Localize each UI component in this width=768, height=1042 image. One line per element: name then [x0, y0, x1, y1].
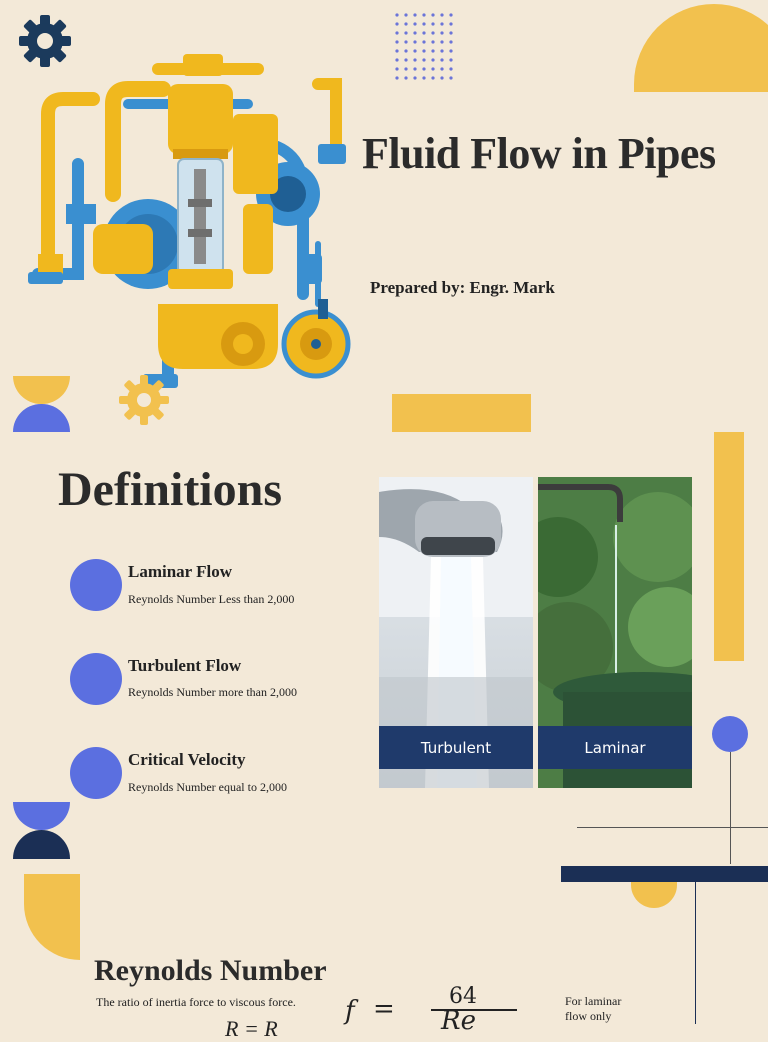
- definition-description: Reynolds Number equal to 2,000: [128, 780, 287, 794]
- definition-bullet: [70, 747, 122, 799]
- laminar-label: Laminar: [538, 726, 692, 769]
- formula-equals: =: [373, 994, 395, 1024]
- dot-grid-decoration: [395, 13, 453, 80]
- laminar-flow-photo: Laminar: [538, 477, 692, 788]
- yellow-quarter-decoration: [24, 874, 80, 960]
- small-gear-decoration: [119, 375, 169, 425]
- navy-bar-decoration: [561, 866, 768, 882]
- reynolds-equation-fragment: R = R: [225, 1016, 278, 1041]
- formula-numerator: 64: [449, 984, 477, 1009]
- friction-factor-formula: f = 64 Re: [345, 984, 525, 1036]
- reynolds-heading: Reynolds Number: [94, 954, 327, 987]
- laminar-only-note: For laminar flow only: [565, 994, 622, 1023]
- formula-fraction-bar: [431, 1009, 517, 1011]
- hourglass-decoration: [13, 376, 70, 432]
- yellow-vertical-bar-decoration: [714, 432, 744, 661]
- page-title: Fluid Flow in Pipes: [362, 129, 716, 178]
- definition-title: Laminar Flow: [128, 562, 233, 581]
- blue-pin-decoration: [712, 716, 748, 752]
- reynolds-description: The ratio of inertia force to viscous fo…: [96, 995, 296, 1009]
- formula-lhs: f: [345, 996, 355, 1026]
- turbulent-flow-photo: Turbulent: [379, 477, 533, 788]
- definition-bullet: [70, 653, 122, 705]
- definition-title: Turbulent Flow: [128, 656, 242, 675]
- definition-description: Reynolds Number more than 2,000: [128, 685, 297, 699]
- pipe-machine-illustration: [28, 54, 351, 388]
- thin-vertical-line: [730, 752, 731, 864]
- turbulent-label: Turbulent: [379, 726, 533, 769]
- gear-icon: [19, 15, 71, 67]
- formula-denominator: Re: [441, 1006, 476, 1036]
- definition-description: Reynolds Number Less than 2,000: [128, 592, 295, 606]
- definition-bullet: [70, 559, 122, 611]
- definitions-heading: Definitions: [58, 463, 283, 516]
- hourglass-decoration: [13, 802, 70, 859]
- thin-vertical-line: [695, 882, 696, 1024]
- definition-title: Critical Velocity: [128, 750, 246, 769]
- prepared-by: Prepared by: Engr. Mark: [370, 278, 555, 297]
- yellow-half-circle-decoration: [631, 882, 677, 908]
- yellow-bar-decoration: [392, 394, 531, 432]
- thin-horizontal-line: [577, 827, 768, 828]
- yellow-semicircle-decoration: [634, 4, 768, 92]
